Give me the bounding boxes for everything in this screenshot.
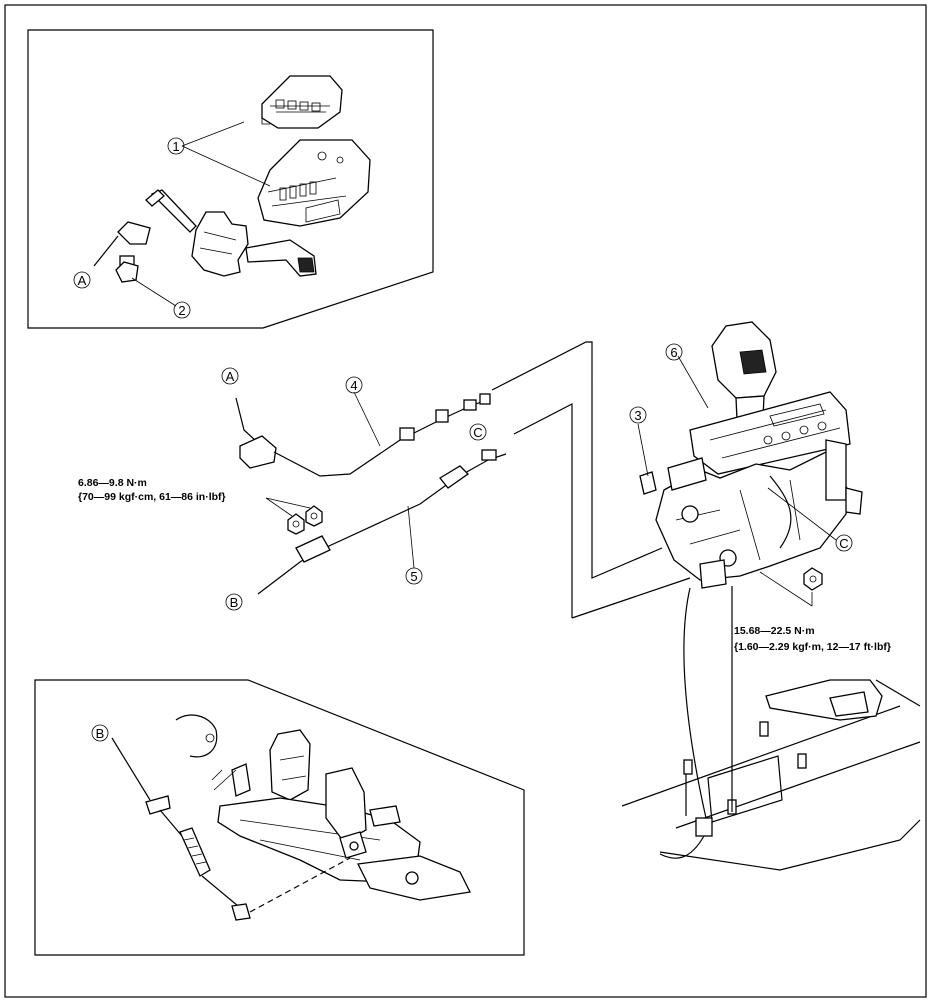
shift-cable: [257, 449, 507, 595]
callout-2: 2: [173, 301, 191, 319]
leader-c-shifter: [767, 487, 837, 541]
callout-3: 3: [629, 406, 647, 424]
svg-text:3: 3: [634, 408, 641, 423]
assembly-boundary-line: [491, 341, 663, 579]
svg-text:A: A: [226, 369, 235, 384]
leader-part-6: [677, 355, 709, 409]
leader-part-2: [131, 277, 177, 307]
torque-label-small-line1: 6.86—9.8 N·m: [78, 477, 147, 489]
svg-text:B: B: [230, 595, 239, 610]
callout-c-cable: C: [469, 423, 487, 441]
svg-text:C: C: [473, 425, 482, 440]
callout-b-mid: B: [225, 593, 243, 611]
svg-text:1: 1: [172, 139, 179, 154]
svg-text:5: 5: [410, 569, 417, 584]
connector-a-top: [93, 221, 151, 269]
callout-b-inset: B: [91, 724, 109, 742]
steering-column-inset: [27, 29, 434, 329]
callout-4: 4: [345, 376, 363, 394]
svg-text:6: 6: [670, 345, 677, 360]
torque-label-large-line2: {1.60—2.29 kgf·m, 12—17 ft·lbf}: [734, 641, 891, 653]
callout-5: 5: [405, 567, 423, 585]
svg-text:B: B: [96, 726, 105, 741]
leader-part-1: [181, 121, 271, 187]
callout-1: 1: [167, 137, 185, 155]
key-interlock-cable: [235, 393, 491, 477]
callout-a-mid: A: [221, 367, 239, 385]
assembly-boundary-line-2: [513, 403, 573, 618]
large-nut: [803, 567, 823, 591]
page-frame: [4, 4, 927, 998]
inset-frame-bottom: [34, 679, 525, 956]
callout-6: 6: [665, 343, 683, 361]
leader-torque-large: [759, 571, 813, 607]
clip-part-2: [115, 261, 139, 283]
inset-frame-top: [27, 29, 434, 329]
leader-torque-small: [265, 497, 311, 517]
svg-text:A: A: [78, 273, 87, 288]
svg-text:4: 4: [350, 378, 357, 393]
torque-label-large-line1: 15.68—22.5 N·m: [734, 625, 815, 637]
column-cover-lower: [257, 139, 371, 227]
parking-brake-lever: [765, 679, 921, 721]
callout-a-top: A: [73, 271, 91, 289]
transmission-linkage-inset: [34, 679, 525, 956]
combination-switch: [145, 189, 317, 277]
torque-label-small-line2: {70—99 kgf·cm, 61—86 in·lbf}: [78, 491, 226, 503]
leader-part-4: [353, 391, 381, 447]
console-floor: [621, 586, 921, 871]
leader-part-5: [407, 505, 415, 569]
leader-part-3: [637, 423, 649, 477]
svg-text:2: 2: [178, 303, 185, 318]
bracket-nuts-small: [287, 505, 323, 535]
callout-c-shifter: C: [835, 534, 853, 552]
assembly-boundary-line-3: [571, 577, 691, 619]
shift-lever-assembly: [639, 321, 863, 589]
svg-text:C: C: [839, 536, 848, 551]
column-cover-upper: [261, 75, 343, 129]
